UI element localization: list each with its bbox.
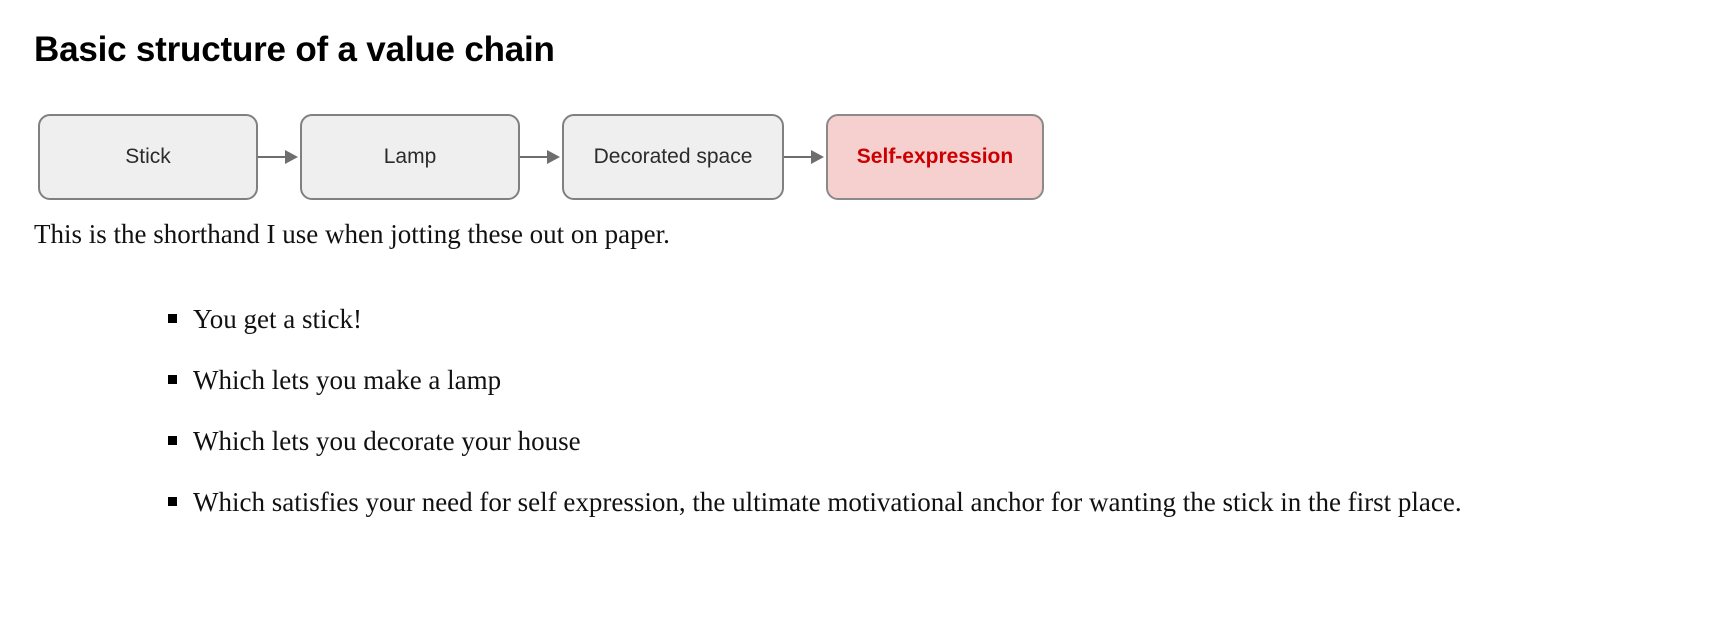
list-item: Which lets you decorate your house <box>168 419 1578 464</box>
list-item-text: Which satisfies your need for self expre… <box>193 487 1462 517</box>
arrow-right-icon <box>520 149 562 165</box>
square-bullet-icon <box>168 375 177 384</box>
arrow-line <box>784 156 814 158</box>
arrow-right-icon <box>258 149 300 165</box>
value-chain-diagram: Stick Lamp Decorated space Self-expressi… <box>38 113 1044 201</box>
arrow-line <box>258 156 288 158</box>
list-item-text: Which lets you decorate your house <box>193 426 581 456</box>
diagram-node-self-expression[interactable]: Self-expression <box>826 114 1044 200</box>
list-item: Which lets you make a lamp <box>168 358 1578 403</box>
list-item-text: Which lets you make a lamp <box>193 365 502 395</box>
page-title: Basic structure of a value chain <box>34 30 555 69</box>
bullet-list: You get a stick! Which lets you make a l… <box>168 297 1578 541</box>
arrow-head <box>811 150 824 164</box>
list-item-text: You get a stick! <box>193 304 363 334</box>
arrow-right-icon <box>784 149 826 165</box>
body-paragraph: This is the shorthand I use when jotting… <box>34 219 670 249</box>
arrow-line <box>520 156 550 158</box>
diagram-node-lamp[interactable]: Lamp <box>300 114 520 200</box>
diagram-node-stick[interactable]: Stick <box>38 114 258 200</box>
list-item: You get a stick! <box>168 297 1578 342</box>
arrow-head <box>285 150 298 164</box>
square-bullet-icon <box>168 314 177 323</box>
square-bullet-icon <box>168 436 177 445</box>
square-bullet-icon <box>168 497 177 506</box>
arrow-head <box>547 150 560 164</box>
diagram-node-decorated-space[interactable]: Decorated space <box>562 114 784 200</box>
list-item: Which satisfies your need for self expre… <box>168 480 1578 525</box>
